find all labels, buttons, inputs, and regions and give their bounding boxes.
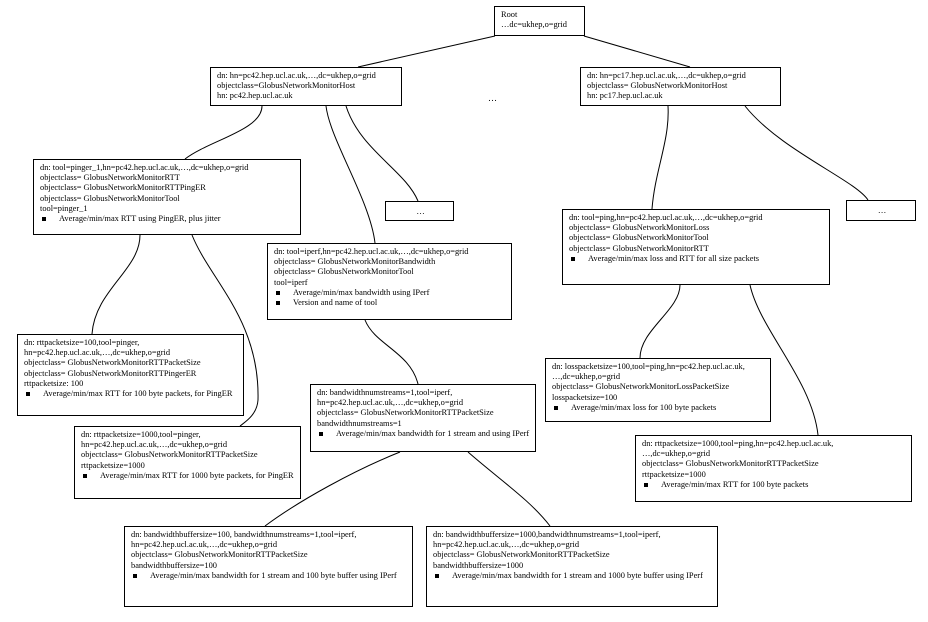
iperf-buffer-100-node: dn: bandwidthbuffersize=100, bandwidthnu…: [124, 526, 413, 607]
host-node-pc17: dn: hn=pc17.hep.ucl.ac.uk,…,dc=ukhep,o=g…: [580, 67, 781, 106]
node-line: objectclass= GlobusNetworkMonitorRTTPack…: [81, 450, 258, 460]
tool-node-iperf: dn: tool=iperf,hn=pc42.hep.ucl.ac.uk,…,d…: [267, 243, 512, 320]
node-line: …,dc=ukhep,o=grid: [642, 449, 711, 459]
node-line: dn: hn=pc17.hep.ucl.ac.uk,…,dc=ukhep,o=g…: [587, 71, 746, 80]
node-line: dn: rttpacketsize=1000,tool=pinger,: [81, 430, 201, 439]
node-bullet: Average/min/max loss and RTT for all siz…: [569, 254, 825, 264]
node-line: rttpacketsize=1000: [81, 460, 145, 470]
node-bullet: Average/min/max RTT for 100 byte packets: [642, 480, 907, 490]
node-line: Root: [501, 10, 518, 19]
node-line: objectclass= GlobusNetworkMonitorRTTPing…: [40, 183, 206, 193]
node-line: dn: tool=iperf,hn=pc42.hep.ucl.ac.uk,…,d…: [274, 247, 469, 256]
node-line: objectclass= GlobusNetworkMonitorRTTPack…: [433, 550, 610, 560]
edge-host-pc17-to-tool-ping: [651, 105, 669, 210]
node-line: tool=pinger_1: [40, 203, 88, 213]
node-line: …dc=ukhep,o=grid: [501, 20, 567, 30]
node-line: …: [416, 207, 425, 216]
node-line: dn: tool=ping,hn=pc42.hep.ucl.ac.uk,…,dc…: [569, 213, 763, 222]
root-node: Root …dc=ukhep,o=grid: [494, 6, 585, 36]
tool-node-ping: dn: tool=ping,hn=pc42.hep.ucl.ac.uk,…,dc…: [562, 209, 830, 285]
iperf-buffer-1000-node: dn: bandwidthbuffersize=1000,bandwidthnu…: [426, 526, 718, 607]
pinger-packet-1000-node: dn: rttpacketsize=1000,tool=pinger, hn=p…: [74, 426, 301, 499]
node-bullet: Average/min/max RTT for 100 byte packets…: [24, 389, 239, 399]
pinger-packet-100-node: dn: rttpacketsize=100,tool=pinger, hn=pc…: [17, 334, 244, 416]
node-line: dn: bandwidthbuffersize=100, bandwidthnu…: [131, 530, 357, 539]
node-line: bandwidthbuffersize=1000: [433, 560, 524, 570]
node-bullet: Average/min/max RTT for 1000 byte packet…: [81, 471, 296, 481]
edge-root-to-host-pc17: [583, 35, 691, 68]
node-line: dn: bandwidthnumstreams=1,tool=iperf,: [317, 388, 453, 397]
node-line: bandwidthnumstreams=1: [317, 418, 402, 428]
node-line: dn: rttpacketsize=100,tool=pinger,: [24, 338, 140, 347]
node-bullet: Version and name of tool: [274, 298, 507, 308]
node-line: hn=pc42.hep.ucl.ac.uk,…,dc=ukhep,o=grid: [317, 398, 464, 408]
node-line: dn: rttpacketsize=1000,tool=ping,hn=pc42…: [642, 439, 834, 448]
node-line: objectclass= GlobusNetworkMonitorRTTPack…: [24, 358, 201, 368]
node-line: objectclass= GlobusNetworkMonitorRTT: [40, 173, 180, 183]
node-line: hn=pc42.hep.ucl.ac.uk,…,dc=ukhep,o=grid: [131, 540, 278, 550]
node-line: objectclass= GlobusNetworkMonitorTool: [274, 267, 414, 277]
edge-tool-pinger-to-pinger-100: [91, 234, 141, 335]
edge-host-pc17-to-ellipsis: [744, 105, 869, 201]
node-line: objectclass= GlobusNetworkMonitorBandwid…: [274, 257, 436, 267]
node-line: objectclass= GlobusNetworkMonitorLoss: [569, 223, 710, 233]
node-line: objectclass= GlobusNetworkMonitorRTTPack…: [131, 550, 308, 560]
ping-rtt-1000-node: dn: rttpacketsize=1000,tool=ping,hn=pc42…: [635, 435, 912, 502]
node-line: objectclass= GlobusNetworkMonitorTool: [40, 193, 180, 203]
node-line: objectclass=GlobusNetworkMonitorHost: [217, 81, 356, 91]
node-line: rttpacketsize: 100: [24, 378, 84, 388]
iperf-streams-node: dn: bandwidthnumstreams=1,tool=iperf, hn…: [310, 384, 536, 452]
node-line: …,dc=ukhep,o=grid: [552, 372, 621, 382]
edge-host-pc42-to-tool-pinger: [184, 105, 263, 160]
node-line: …: [877, 206, 887, 215]
node-bullet: Average/min/max RTT using PingER, plus j…: [40, 214, 296, 224]
node-bullet: Average/min/max loss for 100 byte packet…: [552, 403, 766, 413]
node-bullet: Average/min/max bandwidth using IPerf: [274, 288, 507, 298]
node-line: objectclass= GlobusNetworkMonitorTool: [569, 233, 709, 243]
node-line: hn: pc42.hep.ucl.ac.uk: [217, 91, 293, 101]
ping-loss-100-node: dn: losspacketsize=100,tool=ping,hn=pc42…: [545, 358, 771, 422]
edge-tool-ping-to-loss-100: [639, 284, 681, 359]
node-line: hn=pc42.hep.ucl.ac.uk,…,dc=ukhep,o=grid: [433, 540, 580, 550]
node-line: hn: pc17.hep.ucl.ac.uk: [587, 91, 663, 101]
node-bullet: Average/min/max bandwidth for 1 stream a…: [433, 571, 713, 581]
ellipsis-node-pc17: …: [846, 200, 916, 221]
node-line: rttpacketsize=1000: [642, 469, 706, 479]
node-bullet: Average/min/max bandwidth for 1 stream a…: [131, 571, 408, 581]
node-line: objectclass= GlobusNetworkMonitorRTTPack…: [642, 459, 819, 469]
edge-host-pc42-to-ellipsis: [345, 105, 419, 202]
node-line: objectclass= GlobusNetworkMonitorRTTPack…: [317, 408, 494, 418]
node-line: dn: losspacketsize=100,tool=ping,hn=pc42…: [552, 362, 745, 371]
node-line: tool=iperf: [274, 277, 308, 287]
node-line: dn: tool=pinger_1,hn=pc42.hep.ucl.ac.uk,…: [40, 163, 249, 172]
node-bullet: Average/min/max bandwidth for 1 stream a…: [317, 429, 531, 439]
node-line: bandwidthbuffersize=100: [131, 560, 217, 570]
edge-iperf-streams-to-buffer-100: [264, 451, 401, 527]
node-line: objectclass= GlobusNetworkMonitorRTTPing…: [24, 368, 197, 378]
tool-node-pinger: dn: tool=pinger_1,hn=pc42.hep.ucl.ac.uk,…: [33, 159, 301, 235]
host-gap-ellipsis: …: [488, 93, 497, 103]
edge-tool-iperf-to-iperf-streams: [364, 319, 419, 385]
node-line: objectclass= GlobusNetworkMonitorLossPac…: [552, 382, 730, 392]
node-line: dn: bandwidthbuffersize=1000,bandwidthnu…: [433, 530, 661, 539]
node-line: hn=pc42.hep.ucl.ac.uk,…,dc=ukhep,o=grid: [24, 348, 171, 358]
node-line: objectclass= GlobusNetworkMonitorHost: [587, 81, 728, 91]
host-node-pc42: dn: hn=pc42.hep.ucl.ac.uk,…,dc=ukhep,o=g…: [210, 67, 402, 106]
node-line: hn=pc42.hep.ucl.ac.uk,…,dc=ukhep,o=grid: [81, 440, 228, 450]
node-line: dn: hn=pc42.hep.ucl.ac.uk,…,dc=ukhep,o=g…: [217, 71, 376, 80]
node-line: objectclass= GlobusNetworkMonitorRTT: [569, 243, 709, 253]
edge-tool-ping-to-rtt-1000: [749, 284, 819, 436]
ellipsis-node-pc42: …: [385, 201, 454, 221]
edge-iperf-streams-to-buffer-1000: [467, 451, 551, 527]
edge-tool-pinger-to-pinger-1000: [191, 234, 259, 427]
node-line: losspacketsize=100: [552, 392, 618, 402]
edge-root-to-host-pc42: [357, 35, 496, 68]
edge-host-pc42-to-tool-iperf: [325, 105, 376, 244]
